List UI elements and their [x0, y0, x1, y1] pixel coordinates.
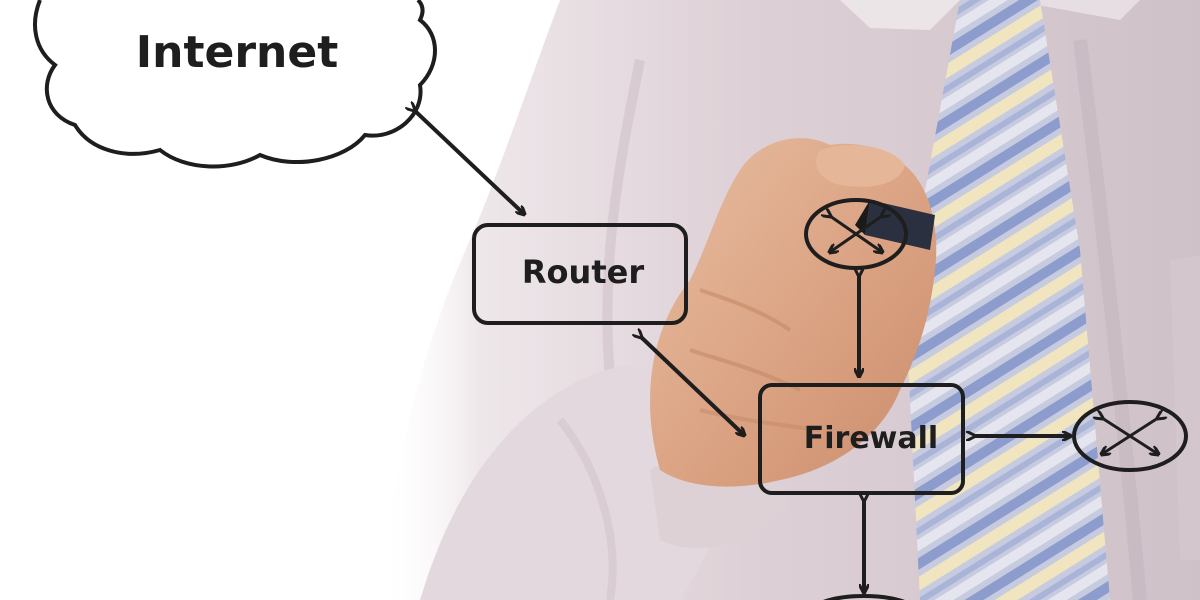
internet-label: Internet [136, 27, 338, 78]
router-symbol-right [1072, 400, 1188, 472]
arrow-router-firewall [641, 337, 744, 435]
connections [414, 110, 1070, 592]
shirt-collar [840, 0, 960, 30]
tie [905, 0, 1110, 600]
firewall-node: Firewall [758, 383, 965, 495]
router-symbol-bottom [823, 594, 905, 600]
internet-cloud: Internet [33, 0, 437, 169]
shirt-pocket [1170, 255, 1200, 560]
firewall-label: Firewall [804, 421, 938, 456]
router-node: Router [472, 223, 688, 325]
arrow-internet-router [414, 110, 524, 214]
router-label: Router [522, 253, 644, 291]
router-symbol-top [804, 198, 908, 270]
